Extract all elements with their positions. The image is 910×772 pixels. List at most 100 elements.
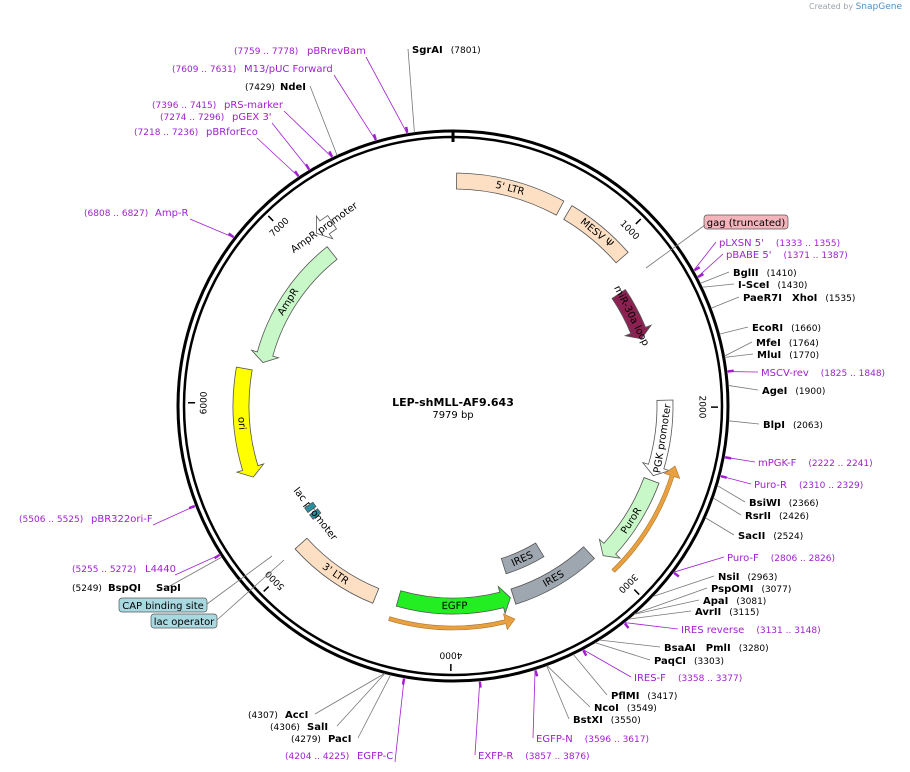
svg-text:MfeI(1764): MfeI(1764) (756, 338, 819, 349)
enzyme-blpi: BlpI (763, 420, 785, 431)
feature-mir[interactable] (611, 288, 653, 340)
gag-leader (645, 224, 706, 269)
svg-text:pBR322ori-F: pBR322ori-F (91, 514, 153, 525)
label-leader (532, 669, 536, 739)
tick-label: 2000 (696, 396, 706, 419)
primer-mark (724, 456, 732, 460)
enzyme-position: (7429) (245, 83, 275, 93)
label-leader (724, 353, 754, 358)
primer-ires-f: IRES-F (634, 673, 666, 684)
feature-pgk[interactable] (641, 399, 674, 477)
enzyme-position: (2963) (747, 573, 777, 583)
svg-text:SacII(2524): SacII(2524) (738, 531, 803, 542)
enzyme-mlui: MluI (757, 350, 781, 361)
svg-text:(6808 .. 6827): (6808 .. 6827) (84, 209, 148, 219)
primer-pgex-3-: pGEX 3' (232, 112, 272, 123)
enzyme-bspqi: BspQI (108, 583, 141, 594)
feature-label-ori: ori (235, 416, 247, 430)
svg-text:(7759 .. 7778): (7759 .. 7778) (234, 47, 298, 57)
enzyme-bstxi: BstXI (573, 715, 603, 726)
primer-egfp-c: EGFP-C (357, 751, 393, 762)
primer-mark (673, 571, 680, 578)
enzyme-position: (3077) (761, 585, 791, 595)
label-leader (702, 283, 735, 288)
credit-prefix: Created by (809, 2, 854, 11)
feature-amprp[interactable] (315, 214, 338, 240)
feature-ori[interactable] (232, 366, 265, 478)
enzyme-position: (1410) (767, 269, 797, 279)
primer-range: (2806 .. 2826) (771, 554, 835, 564)
primer-range: (7396 .. 7415) (152, 101, 216, 111)
label-leader (599, 639, 661, 648)
label-leader (634, 587, 708, 615)
feature-ires1[interactable] (500, 542, 545, 575)
primer-range: (1371 .. 1387) (784, 251, 848, 261)
svg-text:(7396 .. 7415): (7396 .. 7415) (152, 101, 216, 111)
svg-text:MluI(1770): MluI(1770) (757, 350, 819, 361)
primer-pbrrevbam: pBRrevBam (307, 46, 366, 57)
primer-l4440: L4440 (145, 564, 176, 575)
feature-lacp[interactable] (309, 508, 322, 520)
enzyme-position: (2524) (773, 532, 803, 542)
tick-mark (633, 589, 640, 596)
snapgene-brand: SnapGene (855, 2, 902, 12)
primer-range: (3358 .. 3377) (678, 674, 742, 684)
label-leader (673, 556, 725, 573)
svg-text:(5249): (5249) (72, 584, 102, 594)
feature-label-amprp: AmpR promoter (289, 200, 361, 256)
enzyme-xhoi: XhoI (792, 293, 817, 304)
svg-text:PaqCI(3303): PaqCI(3303) (654, 656, 724, 667)
enzyme-position: (3417) (647, 692, 677, 702)
label-leader (152, 505, 196, 526)
enzyme-position: (1900) (795, 387, 825, 397)
primer-mark (227, 232, 235, 239)
feature-lacp2[interactable] (304, 501, 317, 514)
feature-ampr[interactable] (250, 246, 338, 363)
primer-exfp-r: EXFP-R (478, 751, 513, 762)
primer-mark (693, 266, 701, 272)
enzyme-i-scei: I-SceI (738, 280, 770, 291)
svg-text:IRES-F(3358 .. 3377): IRES-F (3358 .. 3377) (634, 673, 742, 684)
label-leader (256, 137, 300, 178)
primer-mark (372, 133, 377, 141)
label-leader (693, 241, 717, 271)
svg-text:BglII(1410): BglII(1410) (733, 268, 797, 279)
gag-label[interactable]: gag (truncated) (703, 214, 789, 230)
feature-mesv[interactable] (563, 205, 629, 264)
enzyme-position: (5249) (72, 584, 102, 594)
enzyme-bsiwi: BsiWI (749, 498, 781, 509)
enzyme-position: (3081) (736, 597, 766, 607)
primer-amp-r: Amp-R (155, 208, 189, 219)
primer-m13-puc-forward: M13/pUC Forward (244, 64, 333, 75)
label-leader (394, 677, 405, 763)
label-leader (624, 622, 679, 630)
label-leader (728, 385, 759, 391)
primer-mark (623, 622, 630, 629)
cap-leader (206, 555, 273, 605)
enzyme-ncoi: NcoI (594, 703, 619, 714)
feature-ires2[interactable] (510, 546, 595, 605)
svg-text:pLXSN 5'(1333 .. 1355): pLXSN 5'(1333 .. 1355) (719, 238, 840, 249)
primer-range: (1825 .. 1848) (821, 369, 885, 379)
cap-binding-site-label[interactable]: CAP binding site (118, 597, 208, 613)
label-leader (719, 326, 749, 335)
cap-label-text: CAP binding site (122, 601, 204, 612)
svg-text:(7274 .. 7296): (7274 .. 7296) (160, 113, 224, 123)
feature-label-mir: miR-30a loop (611, 284, 651, 348)
svg-text:EGFP-N(3596 .. 3617): EGFP-N(3596 .. 3617) (536, 734, 649, 745)
feature-ltr3[interactable] (294, 537, 380, 604)
orf-arc (388, 613, 516, 631)
svg-text:(7609 .. 7631): (7609 .. 7631) (172, 65, 236, 75)
enzyme-mfei: MfeI (756, 338, 781, 349)
label-leader (309, 85, 338, 156)
enzyme-ndei: NdeI (280, 82, 306, 93)
feature-egfp[interactable] (395, 585, 511, 615)
primer-range: (2310 .. 2329) (799, 481, 863, 491)
feature-puror[interactable] (598, 477, 660, 559)
primer-range: (3596 .. 3617) (585, 735, 649, 745)
tick-mark (635, 218, 642, 225)
lac-operator-label[interactable]: lac operator (150, 613, 218, 629)
feature-ltr5[interactable] (456, 172, 565, 216)
primer-pbabe-5-: pBABE 5' (726, 250, 772, 261)
primer-range: (2222 .. 2241) (808, 459, 872, 469)
